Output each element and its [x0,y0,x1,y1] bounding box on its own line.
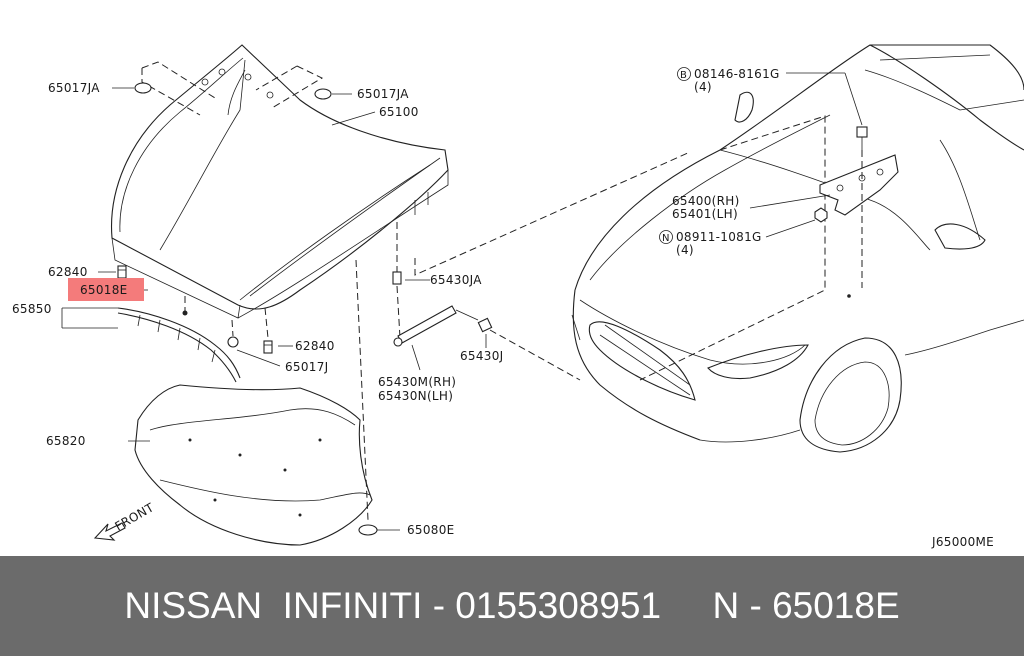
label-65430n: 65430N(LH) [378,389,453,403]
label-65850: 65850 [12,302,52,316]
hood-hinge [659,67,899,288]
front-arrow [93,522,126,541]
label-08146: 08146-8161G [694,67,780,81]
label-65017j: 65017J [285,360,329,374]
label-65018e: 65018E [80,283,128,297]
part-labels: 65017JA 65017JA 65100 62840 65018E 65850… [12,67,994,549]
engine-undercover [134,384,373,546]
label-65400: 65400(RH) [672,194,740,208]
part-number-caption: NISSAN INFINITI - 0155308951 N - 65018E [124,585,900,626]
rubber-stops [117,265,273,354]
parts-diagram: 65017JA 65017JA 65100 62840 65018E 65850… [12,44,1024,549]
label-62840-top: 62840 [48,265,88,279]
label-65017ja-right: 65017JA [357,87,409,101]
clip-65080e [355,259,378,536]
label-65401: 65401(LH) [672,207,738,221]
assembly-leader [414,115,826,381]
label-65080e: 65080E [407,523,455,537]
label-65820: 65820 [46,434,86,448]
hood-gas-strut [392,222,581,381]
highlight-box [68,278,144,301]
label-65100: 65100 [379,105,419,119]
label-08146-qty: (4) [694,80,712,94]
hood-pads [134,61,332,116]
label-65017ja-left: 65017JA [48,81,100,95]
label-08911: 08911-1081G [676,230,762,244]
label-62840-bottom: 62840 [295,339,335,353]
diagram-code: J65000ME [931,535,994,549]
label-65430j: 65430J [460,349,504,363]
leader-lines-hood [61,87,400,531]
label-08911-symbol: N [662,233,670,244]
label-front: FRONT [113,500,157,534]
car-body [571,44,1024,453]
hood-panel [110,44,449,319]
hood-seal-strip [117,296,241,383]
label-65430m: 65430M(RH) [378,375,456,389]
label-08146-symbol: B [680,70,687,81]
label-65430ja: 65430JA [430,273,482,287]
label-08911-qty: (4) [676,243,694,257]
footer-bar: NISSAN INFINITI - 0155308951 N - 65018E [0,556,1024,656]
